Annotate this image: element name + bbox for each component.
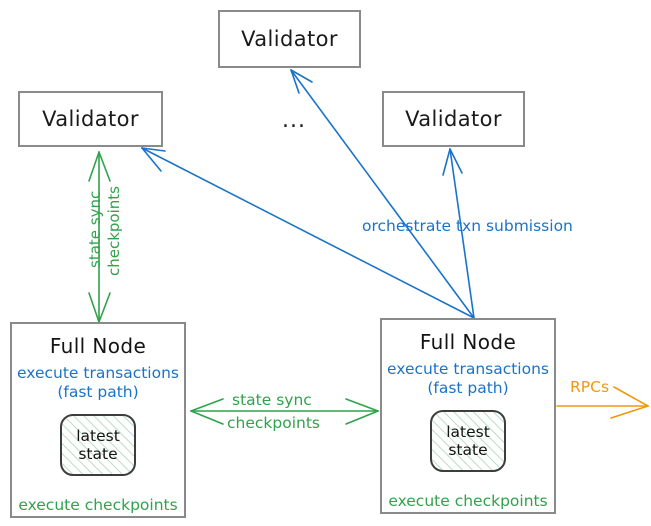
fullnode-right-box[interactable]: Full Node execute transactions (fast pat… [380,318,556,514]
fullnode-right-latest-state-line-2: state [448,441,488,459]
fullnode-left-box[interactable]: Full Node execute transactions (fast pat… [10,322,186,518]
edge-label-fullnode-checkpoints: checkpoints [227,414,320,432]
fullnode-right-execute-transactions: execute transactions [386,360,550,378]
fullnode-left-latest-state-box[interactable]: latest state [60,414,136,476]
fullnode-right-fast-path: (fast path) [427,379,509,397]
edge-label-orchestrate-txn-submission: orchestrate txn submission [362,217,573,235]
validators-ellipsis: ... [282,108,306,133]
fullnode-left-execute-checkpoints: execute checkpoints [18,496,178,514]
edge-label-rpcs: RPCs [570,378,610,396]
validator-right-box[interactable]: Validator [382,91,525,147]
edge-label-validator-state-sync: state sync [86,190,104,268]
fullnode-right-latest-state-line-1: latest [446,423,490,441]
fullnode-left-latest-state-line-2: state [78,445,118,463]
fullnode-right-title: Full Node [419,330,517,354]
validator-top-title: Validator [241,27,338,51]
fullnode-right-execute-checkpoints: execute checkpoints [388,492,548,510]
fullnode-right-latest-state-box[interactable]: latest state [430,410,506,472]
fullnode-left-title: Full Node [49,334,147,358]
fullnode-left-execute-transactions: execute transactions [16,364,180,382]
validator-left-box[interactable]: Validator [18,91,163,147]
validator-top-box[interactable]: Validator [218,10,361,68]
fullnode-left-fast-path: (fast path) [57,383,139,401]
edge-label-validator-checkpoints: checkpoints [105,186,123,276]
edge-label-fullnode-state-sync: state sync [232,391,312,409]
fullnode-left-latest-state-line-1: latest [76,427,120,445]
validator-left-title: Validator [42,107,139,131]
validator-right-title: Validator [405,107,502,131]
